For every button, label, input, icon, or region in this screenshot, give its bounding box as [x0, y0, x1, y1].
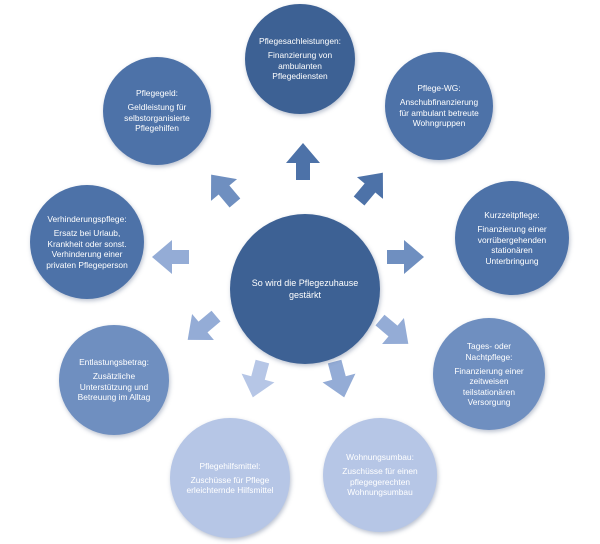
- node-pflege-wg: Pflege-WG: Anschubfinanzierung für ambul…: [385, 52, 493, 160]
- node-kurzzeitpflege: Kurzzeitpflege: Finanzierung einer vorrü…: [455, 181, 569, 295]
- node-title: Verhinderungspflege:: [47, 214, 127, 224]
- node-entlastungsbetrag: Entlastungsbetrag: Zusätzliche Unterstüt…: [59, 325, 169, 435]
- node-title: Pflege-WG:: [417, 83, 461, 94]
- node-desc: Finanzierung einer zeitweisen teilstatio…: [454, 365, 524, 408]
- center-circle: So wird die Pflegezuhause gestärkt: [230, 214, 380, 364]
- node-desc: Ersatz bei Urlaub, Krankheit oder sonst.…: [46, 228, 128, 270]
- node-desc: Zuschüsse für Pflege erleichternde Hilfs…: [186, 474, 274, 496]
- node-pflegesachleistungen: Pflegesachleistungen: Finanzierung von a…: [245, 4, 355, 114]
- arrow-topleft-icon: [210, 174, 241, 208]
- arrow-bottomright-icon: [375, 314, 409, 345]
- arrow-right-icon: [387, 240, 424, 274]
- node-desc: Geldleistung für selbstorganisierte Pfle…: [124, 102, 190, 134]
- node-title: Pflegegeld:: [136, 88, 178, 99]
- node-title: Pflegesachleistungen:: [259, 36, 341, 47]
- center-title: So wird die Pflegezuhause gestärkt: [251, 278, 359, 300]
- node-desc: Anschubfinanzierung für ambulant betreut…: [399, 97, 479, 129]
- node-desc: Zuschüsse für einen pflegegerechten Wohn…: [342, 466, 418, 498]
- node-pflegehilfsmittel: Pflegehilfsmittel: Zuschüsse für Pflege …: [170, 418, 290, 538]
- node-tages-nachtpflege: Tages- oder Nachtpflege: Finanzierung ei…: [433, 318, 545, 430]
- node-desc: Finanzierung einer vorrübergehenden stat…: [477, 224, 547, 266]
- node-title: Pflegehilfsmittel:: [199, 460, 261, 471]
- arrow-bottom1-icon: [241, 359, 275, 398]
- arrow-bottomleft-icon: [187, 310, 221, 341]
- node-title: Tages- oder Nachtpflege:: [465, 340, 513, 362]
- arrow-left-icon: [152, 240, 189, 274]
- arrow-bottom2-icon: [322, 359, 356, 398]
- node-title: Kurzzeitpflege:: [484, 210, 540, 220]
- arrow-topright-icon: [353, 172, 384, 206]
- node-pflegegeld: Pflegegeld: Geldleistung für selbstorgan…: [103, 57, 211, 165]
- node-title: Wohnungsumbau:: [346, 452, 414, 463]
- node-verhinderungspflege: Verhinderungspflege: Ersatz bei Urlaub, …: [30, 185, 144, 299]
- node-wohnungsumbau: Wohnungsumbau: Zuschüsse für einen pfleg…: [323, 418, 437, 532]
- arrow-top-icon: [286, 143, 320, 180]
- node-desc: Finanzierung von ambulanten Pflegedienst…: [267, 50, 333, 82]
- node-title: Entlastungsbetrag:: [79, 357, 149, 368]
- node-desc: Zusätzliche Unterstützung und Betreuung …: [77, 371, 151, 403]
